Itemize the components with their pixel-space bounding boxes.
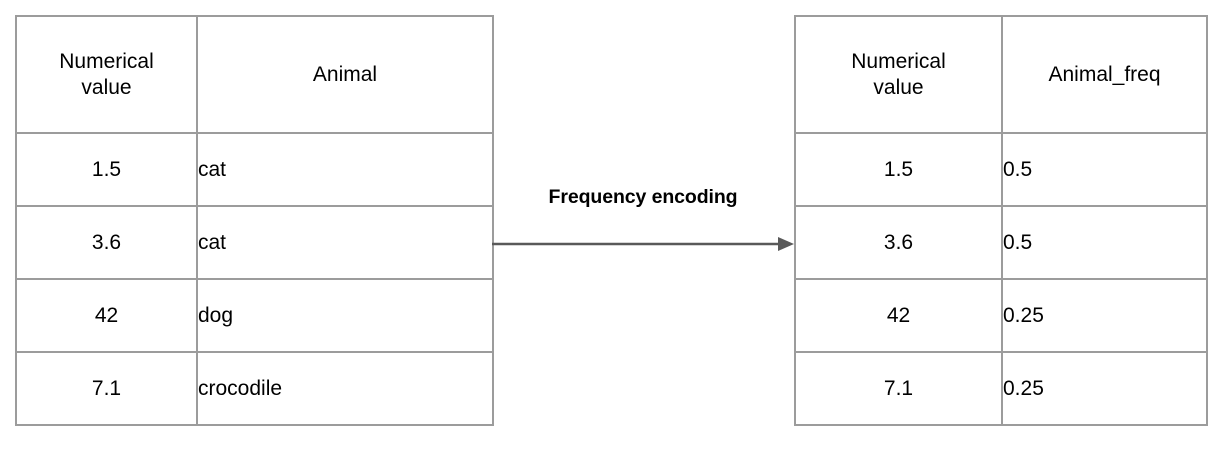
cell-animal: dog — [196, 278, 494, 353]
input-table: Numerical value Animal 1.5 cat 3.6 cat 4… — [15, 15, 494, 426]
table-row: 1.5 cat — [15, 132, 494, 207]
column-header-animal-freq: Animal_freq — [1001, 15, 1208, 134]
table-row: 7.1 crocodile — [15, 351, 494, 426]
column-header-numerical-value: Numerical value — [794, 15, 1003, 134]
cell-animal: cat — [196, 205, 494, 280]
cell-animal-freq: 0.5 — [1001, 132, 1208, 207]
cell-animal: cat — [196, 132, 494, 207]
table-row: 3.6 cat — [15, 205, 494, 280]
column-header-numerical-value: Numerical value — [15, 15, 198, 134]
cell-numerical-value: 3.6 — [794, 205, 1003, 280]
table-row: 7.1 0.25 — [794, 351, 1208, 426]
header-line-2: value — [873, 75, 924, 99]
output-table: Numerical value Animal_freq 1.5 0.5 3.6 … — [794, 15, 1208, 426]
header-line-1: Animal_freq — [1048, 62, 1161, 86]
cell-numerical-value: 42 — [15, 278, 198, 353]
cell-animal: crocodile — [196, 351, 494, 426]
cell-numerical-value: 42 — [794, 278, 1003, 353]
header-line-1: Animal — [312, 62, 378, 86]
cell-numerical-value: 7.1 — [15, 351, 198, 426]
table-header-row: Numerical value Animal_freq — [794, 15, 1208, 134]
transform-label: Frequency encoding — [548, 186, 738, 208]
cell-numerical-value: 3.6 — [15, 205, 198, 280]
cell-numerical-value: 7.1 — [794, 351, 1003, 426]
header-line-2: value — [81, 75, 132, 99]
table-row: 1.5 0.5 — [794, 132, 1208, 207]
cell-numerical-value: 1.5 — [15, 132, 198, 207]
cell-animal-freq: 0.25 — [1001, 278, 1208, 353]
transform-arrow-group: Frequency encoding — [492, 186, 794, 261]
table-row: 42 0.25 — [794, 278, 1208, 353]
cell-numerical-value: 1.5 — [794, 132, 1003, 207]
arrow-right-icon — [492, 237, 794, 251]
table-row: 3.6 0.5 — [794, 205, 1208, 280]
table-header-row: Numerical value Animal — [15, 15, 494, 134]
table-row: 42 dog — [15, 278, 494, 353]
header-line-1: Numerical — [851, 49, 946, 73]
cell-animal-freq: 0.25 — [1001, 351, 1208, 426]
cell-animal-freq: 0.5 — [1001, 205, 1208, 280]
column-header-animal: Animal — [196, 15, 494, 134]
header-line-1: Numerical — [59, 49, 154, 73]
